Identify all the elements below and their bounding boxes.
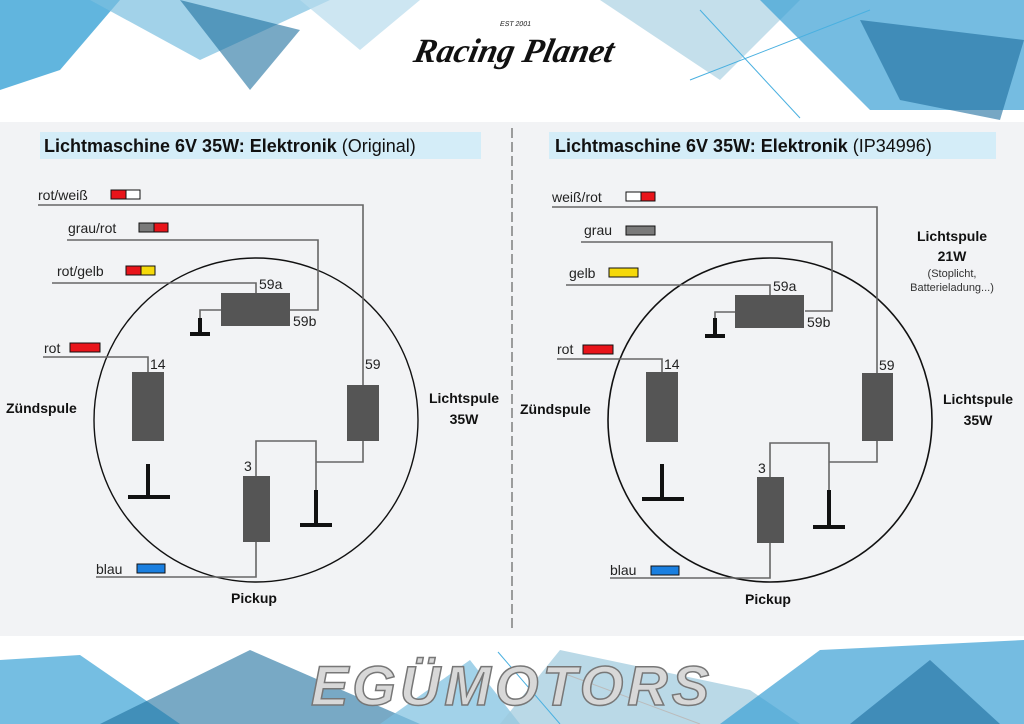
svg-text:35W: 35W	[450, 411, 480, 427]
svg-text:Batterieladung...): Batterieladung...)	[910, 282, 994, 294]
svg-text:weiß/rot: weiß/rot	[551, 189, 602, 205]
svg-text:Pickup: Pickup	[745, 591, 791, 607]
svg-text:59a: 59a	[259, 276, 283, 292]
svg-text:35W: 35W	[964, 412, 994, 428]
watermark: EGÜMOTORS	[311, 654, 713, 717]
svg-text:59a: 59a	[773, 278, 797, 294]
svg-text:(Stoplicht,: (Stoplicht,	[928, 268, 977, 280]
svg-text:14: 14	[150, 356, 166, 372]
svg-text:21W: 21W	[938, 248, 968, 264]
svg-text:Lichtspule: Lichtspule	[917, 228, 987, 244]
svg-text:14: 14	[664, 356, 680, 372]
left-title-bg	[40, 132, 481, 159]
right-title: Lichtmaschine 6V 35W: Elektronik (IP3499…	[555, 136, 932, 156]
left-title: Lichtmaschine 6V 35W: Elektronik (Origin…	[44, 136, 416, 156]
svg-text:Racing Planet: Racing Planet	[410, 32, 620, 70]
svg-text:Lichtspule: Lichtspule	[943, 391, 1013, 407]
header-decoration	[0, 0, 1024, 120]
svg-text:gelb: gelb	[569, 265, 596, 281]
svg-text:rot: rot	[557, 341, 573, 357]
svg-text:Lichtspule: Lichtspule	[429, 390, 499, 406]
svg-text:59: 59	[365, 356, 381, 372]
svg-text:Pickup: Pickup	[231, 590, 277, 606]
svg-text:rot: rot	[44, 340, 60, 356]
svg-text:EST 2001: EST 2001	[499, 21, 531, 28]
svg-text:grau: grau	[584, 222, 612, 238]
right-diagram: Lichtmaschine 6V 35W: Elektronik (IP3499…	[520, 132, 1013, 607]
racing-planet-logo: Racing Planet EST 2001	[410, 21, 620, 70]
svg-text:rot/weiß: rot/weiß	[38, 187, 88, 203]
svg-text:Zündspule: Zündspule	[520, 401, 591, 417]
svg-text:rot/gelb: rot/gelb	[57, 263, 104, 279]
svg-text:3: 3	[758, 460, 766, 476]
svg-text:grau/rot: grau/rot	[68, 220, 116, 236]
svg-text:blau: blau	[610, 562, 636, 578]
svg-text:59b: 59b	[807, 314, 831, 330]
left-diagram: Lichtmaschine 6V 35W: Elektronik (Origin…	[6, 132, 499, 606]
svg-text:blau: blau	[96, 561, 122, 577]
svg-text:3: 3	[244, 458, 252, 474]
footer-decoration	[0, 640, 1024, 724]
svg-text:59: 59	[879, 357, 895, 373]
svg-text:59b: 59b	[293, 313, 317, 329]
svg-text:Zündspule: Zündspule	[6, 400, 77, 416]
